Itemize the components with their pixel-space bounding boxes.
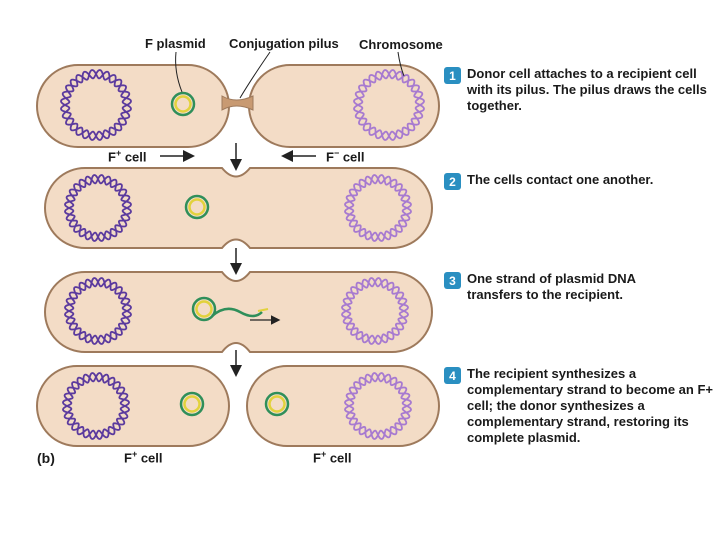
f-plasmid-transferring [191,296,269,322]
step-description: The recipient synthesizes a complementar… [467,366,713,445]
recipient-cell [248,64,440,148]
cell-type: F [108,149,116,165]
dna-strand [60,69,132,141]
label-recipient-cell: F− cell [326,148,365,164]
f-plasmid [184,194,210,220]
step-4: 4 The recipient synthesizes a complement… [444,366,717,446]
donor-chromosome [64,174,132,242]
label-bottom-left-cell: F+ cell [124,449,163,465]
label-f-plasmid: F plasmid [145,36,206,51]
cell-type: F [313,450,321,466]
cell-word: cell [137,450,163,466]
cell-type: F [326,149,334,165]
step-number-badge: 2 [444,173,461,190]
conjugation-pilus [221,95,254,111]
row-4 [36,365,440,447]
dna-strand [64,174,132,242]
f-plasmid [264,391,290,417]
leader-f-plasmid [175,51,183,93]
leader-chromosome [397,51,405,77]
former-donor-cell [36,365,230,447]
dna-strand [344,174,412,242]
step-description: One strand of plasmid DNA transfers to t… [467,271,636,302]
cell-type-sign: + [131,449,138,459]
step-description: The cells contact one another. [467,172,654,187]
dna-strand [62,372,130,440]
step-2: 2 The cells contact one another. [444,172,707,190]
cell-type-sign: + [320,449,327,459]
donor-chromosome [60,69,132,141]
recipient-chromosome [344,372,412,440]
cell-type-sign: + [115,148,122,158]
row-2 [44,167,433,249]
donor-chromosome [62,372,130,440]
leader-pilus [239,51,271,99]
row-3 [44,271,433,353]
f-plasmid [170,91,196,117]
row-1 [36,64,440,148]
label-donor-cell: F+ cell [108,148,147,164]
f-plasmid [179,391,205,417]
step-number-badge: 3 [444,272,461,289]
joined-cells [44,167,433,249]
label-bottom-right-cell: F+ cell [313,449,352,465]
donor-chromosome [64,277,132,345]
step-number-badge: 4 [444,367,461,384]
former-recipient-cell [246,365,440,447]
cell-word: cell [121,149,147,165]
step-1: 1 Donor cell attaches to a recipient cel… [444,66,707,114]
dna-strand [353,69,425,141]
cell-word: cell [326,450,352,466]
cell-type-sign: − [333,148,340,158]
recipient-chromosome [353,69,425,141]
recipient-chromosome [341,277,409,345]
dna-strand [344,372,412,440]
panel-label: (b) [37,450,55,466]
cell-word: cell [339,149,365,165]
recipient-chromosome [344,174,412,242]
label-chromosome: Chromosome [359,37,443,52]
step-number-badge: 1 [444,67,461,84]
label-conjugation-pilus: Conjugation pilus [229,36,339,51]
step-3: 3 One strand of plasmid DNA transfers to… [444,271,667,303]
dna-strand [341,277,409,345]
step-description: Donor cell attaches to a recipient cell … [467,66,707,113]
dna-strand [64,277,132,345]
cell-type: F [124,450,132,466]
